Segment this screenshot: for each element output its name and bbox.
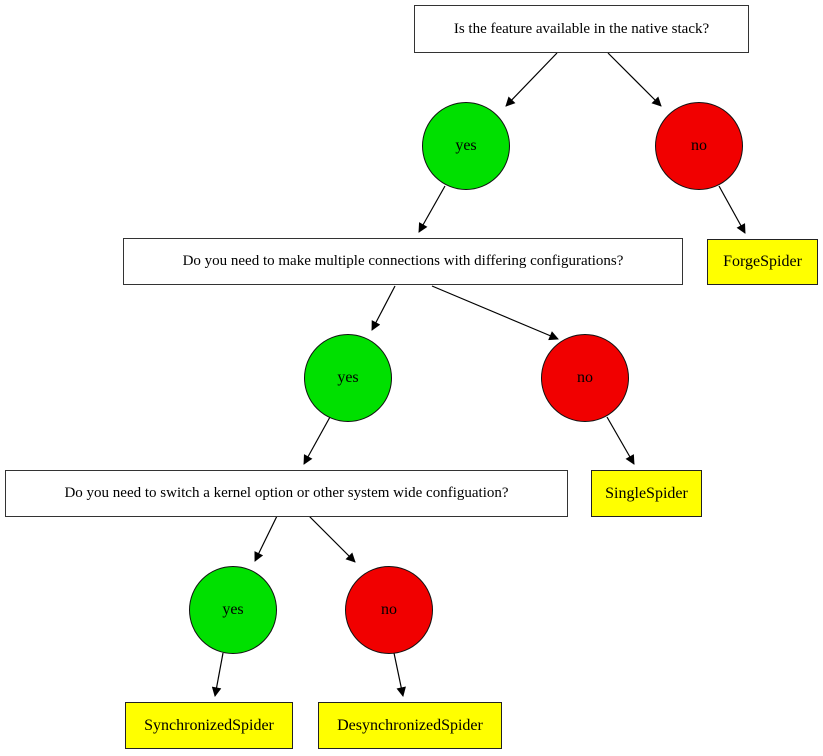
edge-q2-no2 [431,285,559,341]
question-node-native-stack: Is the feature available in the native s… [414,5,749,53]
edge-no3-desynchronizedspider [393,652,406,697]
edge-yes3-synchronizedspider [211,652,224,697]
edge-q3-no3 [308,515,356,563]
edge-no1-forgespider [718,185,746,234]
edge-q1-no1 [607,52,662,107]
edge-q3-yes3 [254,515,278,562]
result-node-singlespider: SingleSpider [591,470,702,517]
choice-node-yes-3: yes [189,566,277,654]
choice-label: no [691,137,707,154]
edge-yes2-q3 [303,416,331,465]
question-label: Do you need to make multiple connections… [182,253,624,269]
result-label: SynchronizedSpider [144,716,274,734]
choice-node-no-3: no [345,566,433,654]
edge-no2-singlespider [606,416,635,465]
result-label: DesynchronizedSpider [337,716,483,734]
result-node-forgespider: ForgeSpider [707,239,818,285]
choice-label: no [381,601,397,618]
result-label: ForgeSpider [723,253,802,270]
choice-node-no-2: no [541,334,629,422]
choice-label: no [577,369,593,386]
choice-label: yes [455,137,477,154]
question-node-multiple-connections: Do you need to make multiple connections… [123,238,683,285]
choice-node-yes-1: yes [422,102,510,190]
question-node-kernel-option: Do you need to switch a kernel option or… [5,470,568,517]
choice-label: yes [337,369,359,386]
result-node-desynchronizedspider: DesynchronizedSpider [318,702,502,749]
choice-node-no-1: no [655,102,743,190]
result-node-synchronizedspider: SynchronizedSpider [125,702,293,749]
question-label: Do you need to switch a kernel option or… [64,485,509,501]
edge-yes1-q2 [418,185,446,233]
choice-node-yes-2: yes [304,334,392,422]
edge-q2-yes2 [371,285,396,331]
edge-q1-yes1 [505,52,558,107]
question-label: Is the feature available in the native s… [453,20,710,37]
result-label: SingleSpider [605,484,688,502]
choice-label: yes [222,601,244,618]
